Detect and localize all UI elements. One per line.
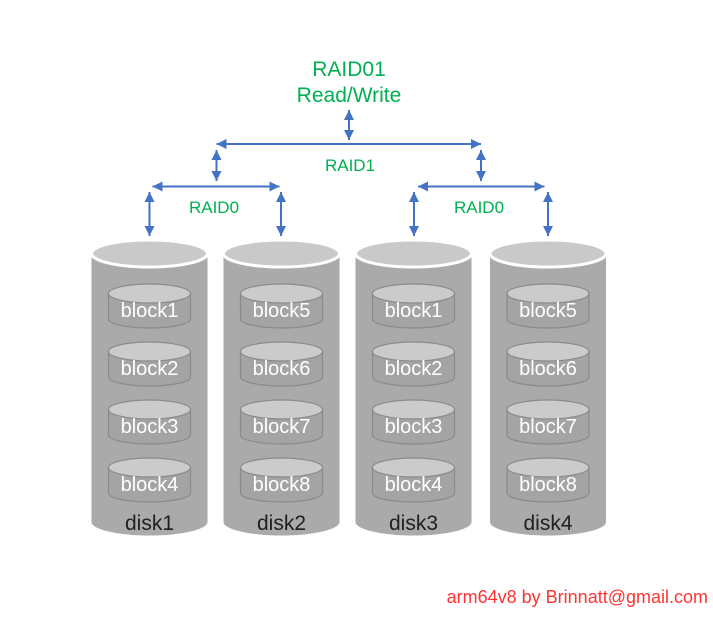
- block-label: block7: [253, 416, 311, 438]
- raid1-label: RAID1: [325, 156, 375, 175]
- disk-cylinder-top: [90, 238, 209, 269]
- block-cylinder-top: [239, 399, 324, 420]
- block-cylinder: block5: [239, 283, 324, 329]
- block-label: block1: [385, 300, 443, 322]
- block-cylinder: block6: [506, 341, 590, 387]
- block-cylinder: block4: [107, 457, 192, 503]
- block-cylinder: block1: [107, 283, 192, 329]
- block-cylinder-top: [506, 457, 590, 478]
- disk-label: disk1: [125, 512, 174, 535]
- block-cylinder-top: [107, 283, 192, 304]
- block-cylinder: block5: [506, 283, 590, 329]
- disk-label: disk3: [389, 512, 438, 535]
- block-label: block8: [253, 474, 311, 496]
- block-cylinder-top: [239, 457, 324, 478]
- read-write-subtitle: Read/Write: [297, 84, 402, 107]
- block-cylinder-top: [506, 341, 590, 362]
- disk-cylinder-top: [222, 238, 341, 269]
- block-label: block7: [519, 416, 577, 438]
- block-label: block2: [385, 358, 443, 380]
- block-label: block4: [121, 474, 179, 496]
- block-label: block5: [519, 300, 577, 322]
- raid0-right-label: RAID0: [454, 198, 504, 217]
- block-cylinder: block3: [107, 399, 192, 445]
- disk-label: disk2: [257, 512, 306, 535]
- block-cylinder-top: [371, 457, 456, 478]
- block-cylinder: block3: [371, 399, 456, 445]
- block-cylinder-top: [107, 457, 192, 478]
- disk-2: block5 block6 block7 block8 disk2: [222, 238, 341, 536]
- raid0-left-label: RAID0: [189, 198, 239, 217]
- block-cylinder: block8: [239, 457, 324, 503]
- block-label: block2: [121, 358, 179, 380]
- block-label: block6: [253, 358, 311, 380]
- raid01-title: RAID01: [312, 58, 386, 81]
- block-cylinder: block6: [239, 341, 324, 387]
- block-cylinder: block7: [506, 399, 590, 445]
- block-label: block4: [385, 474, 443, 496]
- block-cylinder-top: [506, 283, 590, 304]
- disk-label: disk4: [523, 512, 572, 535]
- block-cylinder-top: [371, 399, 456, 420]
- block-label: block6: [519, 358, 577, 380]
- block-cylinder-top: [107, 399, 192, 420]
- block-cylinder: block8: [506, 457, 590, 503]
- block-label: block3: [385, 416, 443, 438]
- block-cylinder: block2: [107, 341, 192, 387]
- disk-4: block5 block6 block7 block8 disk4: [488, 238, 608, 536]
- block-cylinder-top: [506, 399, 590, 420]
- block-cylinder: block2: [371, 341, 456, 387]
- block-cylinder-top: [239, 341, 324, 362]
- block-cylinder: block4: [371, 457, 456, 503]
- disk-1: block1 block2 block3 block4 disk1: [90, 238, 209, 536]
- disk-cylinder-top: [488, 238, 608, 269]
- block-label: block5: [253, 300, 311, 322]
- block-cylinder-top: [371, 283, 456, 304]
- disk-cylinder-top: [354, 238, 473, 269]
- block-label: block8: [519, 474, 577, 496]
- block-cylinder-top: [107, 341, 192, 362]
- block-cylinder: block7: [239, 399, 324, 445]
- block-label: block3: [121, 416, 179, 438]
- block-cylinder: block1: [371, 283, 456, 329]
- disk-3: block1 block2 block3 block4 disk3: [354, 238, 473, 536]
- block-cylinder-top: [239, 283, 324, 304]
- block-label: block1: [121, 300, 179, 322]
- credit-text: arm64v8 by Brinnatt@gmail.com: [447, 587, 708, 607]
- block-cylinder-top: [371, 341, 456, 362]
